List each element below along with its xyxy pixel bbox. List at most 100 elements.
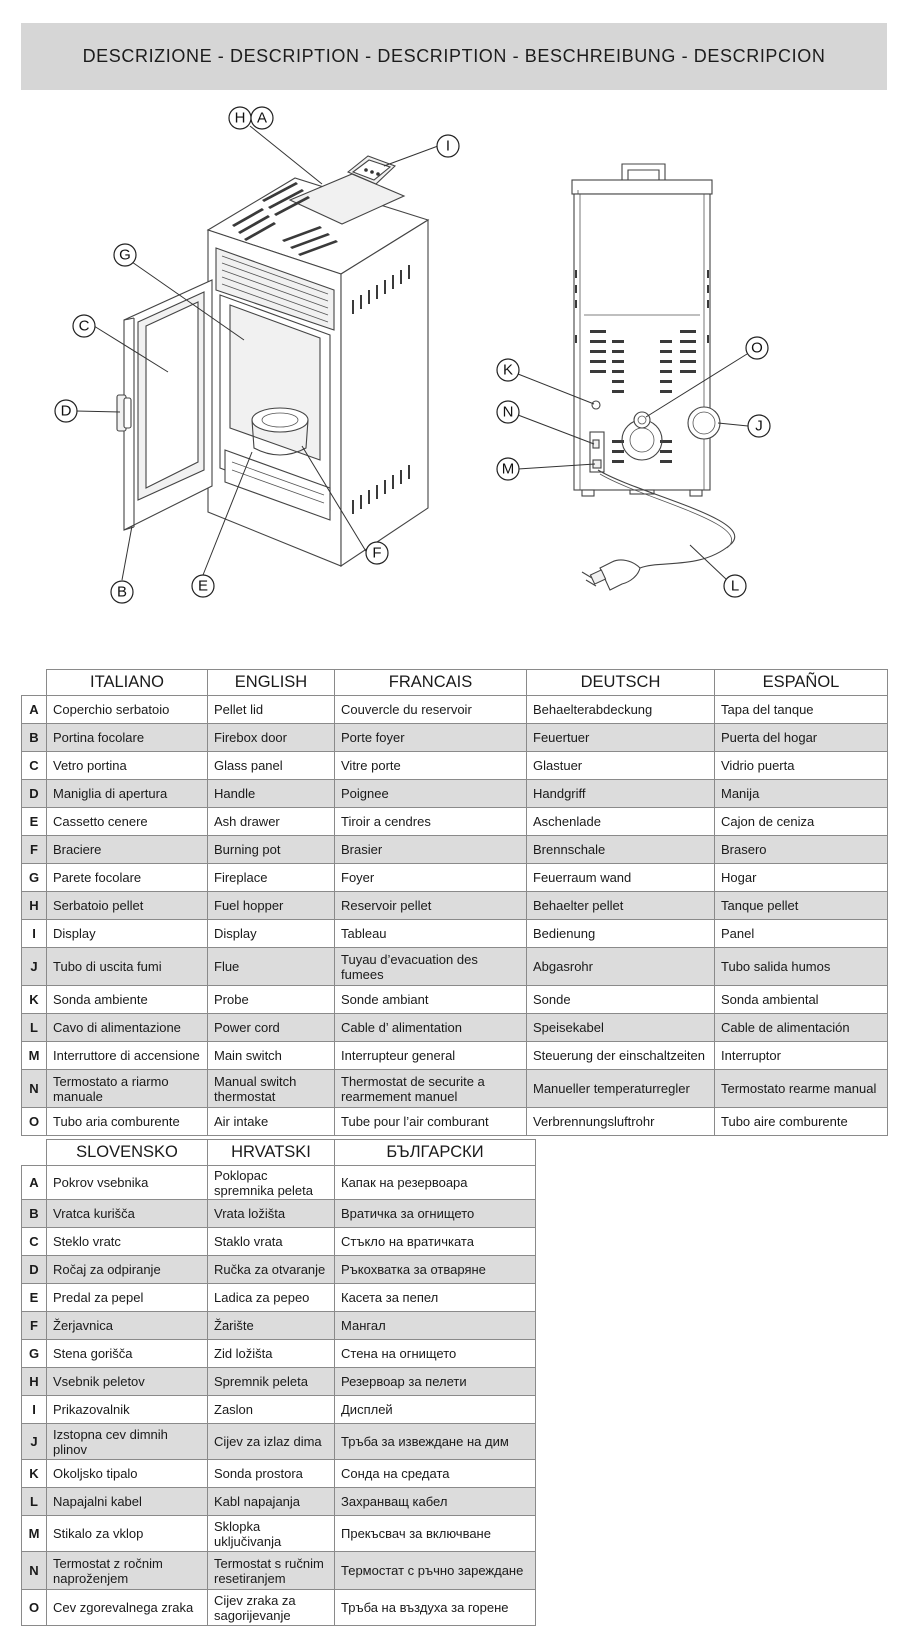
table-cell: Sonda ambiente xyxy=(46,985,208,1014)
callout-label-f: F xyxy=(372,545,381,562)
table-cell: Interrupteur general xyxy=(334,1041,527,1070)
table-cell: Cable d’ alimentation xyxy=(334,1013,527,1042)
table-cell: Fuel hopper xyxy=(207,891,335,920)
table-cell: Poignee xyxy=(334,779,527,808)
header-blank-cell xyxy=(21,669,47,696)
row-key: N xyxy=(21,1069,47,1108)
table-cell: Couvercle du reservoir xyxy=(334,695,527,724)
table-cell: Касета за пепел xyxy=(334,1283,536,1312)
table-cell: Steklo vratc xyxy=(46,1227,208,1256)
callout-a: A xyxy=(250,106,274,130)
table-cell: Тръба на въздуха за горене xyxy=(334,1589,536,1626)
callout-e: E xyxy=(191,574,215,598)
table-header-row: SLOVENSKO HRVATSKI БЪЛГАРСКИ xyxy=(21,1139,536,1166)
callout-k: K xyxy=(496,358,520,382)
row-key: O xyxy=(21,1589,47,1626)
row-key: J xyxy=(21,947,47,986)
table-cell: Вратичка за огнището xyxy=(334,1199,536,1228)
table-cell: Okoljsko tipalo xyxy=(46,1459,208,1488)
table-cell: Стъкло на вратичката xyxy=(334,1227,536,1256)
table-cell: Tiroir a cendres xyxy=(334,807,527,836)
table-cell: Тръба за извеждане на дим xyxy=(334,1423,536,1460)
table-cell: Термостат с ръчно зареждане xyxy=(334,1551,536,1590)
table-cell: Cev zgorevalnega zraka xyxy=(46,1589,208,1626)
table-cell: Vitre porte xyxy=(334,751,527,780)
table-cell: Ръкохватка за отваряне xyxy=(334,1255,536,1284)
table-cell: Pokrov vsebnika xyxy=(46,1165,208,1200)
table-cell: Tanque pellet xyxy=(714,891,888,920)
table-cell: Behaelter pellet xyxy=(526,891,715,920)
callout-n: N xyxy=(496,400,520,424)
header-deutsch: DEUTSCH xyxy=(526,669,715,696)
header-francais: FRANCAIS xyxy=(334,669,527,696)
table-cell: Burning pot xyxy=(207,835,335,864)
header-espanol: ESPAÑOL xyxy=(714,669,888,696)
table-cell: Vsebnik peletov xyxy=(46,1367,208,1396)
callout-j: J xyxy=(747,414,771,438)
row-key: B xyxy=(21,723,47,752)
table-cell: Bedienung xyxy=(526,919,715,948)
table-cell: Zaslon xyxy=(207,1395,335,1424)
table-cell: Display xyxy=(207,919,335,948)
table-cell: Firebox door xyxy=(207,723,335,752)
row-key: E xyxy=(21,1283,47,1312)
table-cell: Portina focolare xyxy=(46,723,208,752)
table-cell: Thermostat de securite a rearmement manu… xyxy=(334,1069,527,1108)
table-cell: Стена на огнището xyxy=(334,1339,536,1368)
table-cell: Termostat s ručnim resetiranjem xyxy=(207,1551,335,1590)
callout-label-d: D xyxy=(61,403,72,420)
table-cell: Brennschale xyxy=(526,835,715,864)
row-key: C xyxy=(21,751,47,780)
header-italiano: ITALIANO xyxy=(46,669,208,696)
table-cell: Ručka za otvaranje xyxy=(207,1255,335,1284)
table-cell: Sklopka uključivanja xyxy=(207,1515,335,1552)
table-cell: Tubo aria comburente xyxy=(46,1107,208,1136)
table-cell: Braciere xyxy=(46,835,208,864)
table-cell: Prikazovalnik xyxy=(46,1395,208,1424)
table-cell: Резервоар за пелети xyxy=(334,1367,536,1396)
row-key: K xyxy=(21,1459,47,1488)
table-cell: Cassetto cenere xyxy=(46,807,208,836)
table-cell: Display xyxy=(46,919,208,948)
table-cell: Behaelterabdeckung xyxy=(526,695,715,724)
table-cell: Sonda ambiental xyxy=(714,985,888,1014)
table-cell: Мангал xyxy=(334,1311,536,1340)
table-cell: Hogar xyxy=(714,863,888,892)
table-cell: Porte foyer xyxy=(334,723,527,752)
stove-diagram: H A I G C D F E xyxy=(0,100,903,655)
callout-i: I xyxy=(436,134,460,158)
table-cell: Staklo vrata xyxy=(207,1227,335,1256)
table-cell: Дисплей xyxy=(334,1395,536,1424)
table-cell: Cijev zraka za sagorijevanje xyxy=(207,1589,335,1626)
callout-label-h: H xyxy=(235,110,246,127)
callout-label-n: N xyxy=(503,404,514,421)
callout-label-o: O xyxy=(751,340,763,357)
callout-h: H xyxy=(228,106,252,130)
header-blank-cell xyxy=(21,1139,47,1166)
table-cell: Interruttore di accensione xyxy=(46,1041,208,1070)
table-cell: Abgasrohr xyxy=(526,947,715,986)
table-cell: Ladica za pepeo xyxy=(207,1283,335,1312)
table-cell: Vratca kurišča xyxy=(46,1199,208,1228)
table-cell: Poklopac spremnika peleta xyxy=(207,1165,335,1200)
callout-o: O xyxy=(745,336,769,360)
row-key: O xyxy=(21,1107,47,1136)
table-cell: Termostato rearme manual xyxy=(714,1069,888,1108)
callout-label-c: C xyxy=(79,318,90,335)
table-cell: Predal za pepel xyxy=(46,1283,208,1312)
table-cell: Захранващ кабел xyxy=(334,1487,536,1516)
row-key: F xyxy=(21,1311,47,1340)
table-cell: Izstopna cev dimnih plinov xyxy=(46,1423,208,1460)
table-cell: Flue xyxy=(207,947,335,986)
